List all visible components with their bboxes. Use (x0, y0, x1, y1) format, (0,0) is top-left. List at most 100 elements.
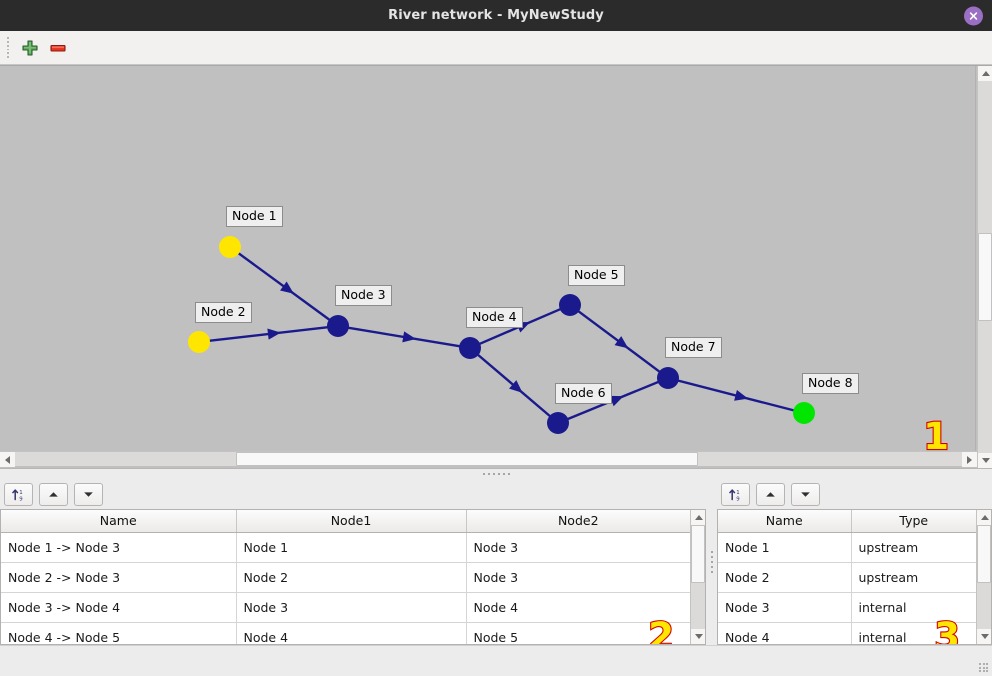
node-name-cell[interactable]: Node 4 (718, 622, 852, 644)
reaches-move-up-button[interactable] (39, 482, 68, 506)
node-name-cell[interactable]: Node 1 (718, 532, 852, 563)
canvas-horizontal-scrollbar[interactable] (0, 451, 977, 467)
vscroll-track[interactable] (978, 81, 992, 453)
canvas-annotation-1: 1 (922, 415, 950, 451)
nodes-vertical-scrollbar[interactable] (976, 510, 991, 644)
node-label[interactable]: Node 6 (555, 383, 612, 404)
move-up-icon (766, 491, 775, 497)
reach-node2-cell[interactable]: Node 3 (466, 532, 690, 563)
reaches-table-header-row: Name Node1 Node2 (1, 510, 690, 533)
graph-node[interactable] (559, 294, 581, 316)
graph-node[interactable] (327, 315, 349, 337)
node-label[interactable]: Node 3 (335, 285, 392, 306)
reach-node1-cell[interactable]: Node 1 (236, 532, 467, 563)
node-label[interactable]: Node 4 (466, 307, 523, 328)
network-graph (188, 236, 815, 434)
graph-node[interactable] (793, 402, 815, 424)
hscroll-track[interactable] (15, 452, 962, 466)
scroll-right-button[interactable] (962, 452, 977, 467)
scroll-down-button[interactable] (978, 453, 992, 468)
reach-name-cell[interactable]: Node 4 -> Node 5 (1, 622, 237, 644)
reach-node1-cell[interactable]: Node 2 (236, 562, 467, 593)
reach-node2-cell[interactable]: Node 3 (466, 562, 690, 593)
scroll-up-button[interactable] (978, 66, 992, 81)
svg-text:9: 9 (736, 496, 740, 502)
network-diagram-canvas[interactable]: Node 1 Node 2 Node 3 Node 4 Node 5 Node 6 Node… (0, 66, 976, 451)
graph-node[interactable] (657, 367, 679, 389)
node-type-cell[interactable]: upstream (851, 532, 976, 563)
reach-name-cell[interactable]: Node 1 -> Node 3 (1, 532, 237, 563)
reaches-toolbar: 1 9 (0, 479, 706, 509)
node-label[interactable]: Node 1 (226, 206, 283, 227)
vscroll-thumb[interactable] (978, 233, 992, 321)
node-label[interactable]: Node 8 (802, 373, 859, 394)
nodes-scroll-up-button[interactable] (977, 510, 991, 525)
hscroll-thumb[interactable] (236, 452, 698, 466)
nodes-move-down-button[interactable] (791, 482, 820, 506)
toolbar-drag-handle[interactable] (4, 37, 11, 58)
svg-text:9: 9 (19, 496, 23, 502)
reaches-vertical-scrollbar[interactable] (690, 510, 705, 644)
move-up-icon (49, 491, 58, 497)
reach-node1-cell[interactable]: Node 4 (236, 622, 467, 644)
sort-az-icon: 1 9 (729, 488, 740, 502)
scroll-left-button[interactable] (0, 452, 15, 467)
reach-name-cell[interactable]: Node 2 -> Node 3 (1, 562, 237, 593)
node-name-cell[interactable]: Node 3 (718, 592, 852, 623)
reach-name-cell[interactable]: Node 3 -> Node 4 (1, 592, 237, 623)
reach-node1-cell[interactable]: Node 3 (236, 592, 467, 623)
node-name-cell[interactable]: Node 2 (718, 562, 852, 593)
node-type-cell[interactable]: internal (851, 622, 976, 644)
reaches-col-name[interactable]: Name (1, 510, 237, 533)
nodes-scroll-down-button[interactable] (977, 629, 991, 644)
reaches-vscroll-track[interactable] (691, 525, 705, 629)
status-bar (0, 645, 992, 676)
remove-node-button[interactable] (44, 34, 72, 62)
edge-arrow-icon (402, 331, 417, 343)
add-node-button[interactable] (16, 34, 44, 62)
reach-node2-cell[interactable]: Node 4 (466, 592, 690, 623)
graph-node[interactable] (188, 331, 210, 353)
svg-text:1: 1 (19, 490, 22, 496)
reaches-scroll-up-button[interactable] (691, 510, 705, 525)
reaches-sort-button[interactable]: 1 9 (4, 482, 33, 506)
reaches-vscroll-thumb[interactable] (691, 525, 705, 583)
reaches-pane: 1 9 (0, 479, 706, 645)
reaches-scroll-down-button[interactable] (691, 629, 705, 644)
nodes-col-type[interactable]: Type (851, 510, 976, 533)
graph-node[interactable] (459, 337, 481, 359)
close-icon[interactable] (964, 6, 983, 25)
nodes-vscroll-track[interactable] (977, 525, 991, 629)
graph-node[interactable] (219, 236, 241, 258)
reaches-move-down-button[interactable] (74, 482, 103, 506)
nodes-vscroll-thumb[interactable] (977, 525, 991, 583)
nodes-annotation-3: 3 (933, 615, 961, 644)
nodes-col-name[interactable]: Name (718, 510, 852, 533)
vertical-splitter-handle[interactable] (0, 468, 992, 479)
sort-az-icon: 1 9 (12, 488, 23, 502)
horizontal-splitter-handle[interactable] (706, 479, 717, 645)
window-resize-grip[interactable] (979, 663, 989, 673)
graph-node[interactable] (547, 412, 569, 434)
node-label[interactable]: Node 5 (568, 265, 625, 286)
canvas-vertical-scrollbar[interactable] (977, 66, 992, 468)
reach-node2-cell[interactable]: Node 5 (466, 622, 690, 644)
node-type-cell[interactable]: upstream (851, 562, 976, 593)
main-toolbar (0, 31, 992, 65)
node-type-cell[interactable]: internal (851, 592, 976, 623)
reaches-col-node1[interactable]: Node1 (236, 510, 467, 533)
reaches-col-node2[interactable]: Node2 (466, 510, 690, 533)
nodes-move-up-button[interactable] (756, 482, 785, 506)
node-label[interactable]: Node 2 (195, 302, 252, 323)
node-label[interactable]: Node 7 (665, 337, 722, 358)
nodes-sort-button[interactable]: 1 9 (721, 482, 750, 506)
